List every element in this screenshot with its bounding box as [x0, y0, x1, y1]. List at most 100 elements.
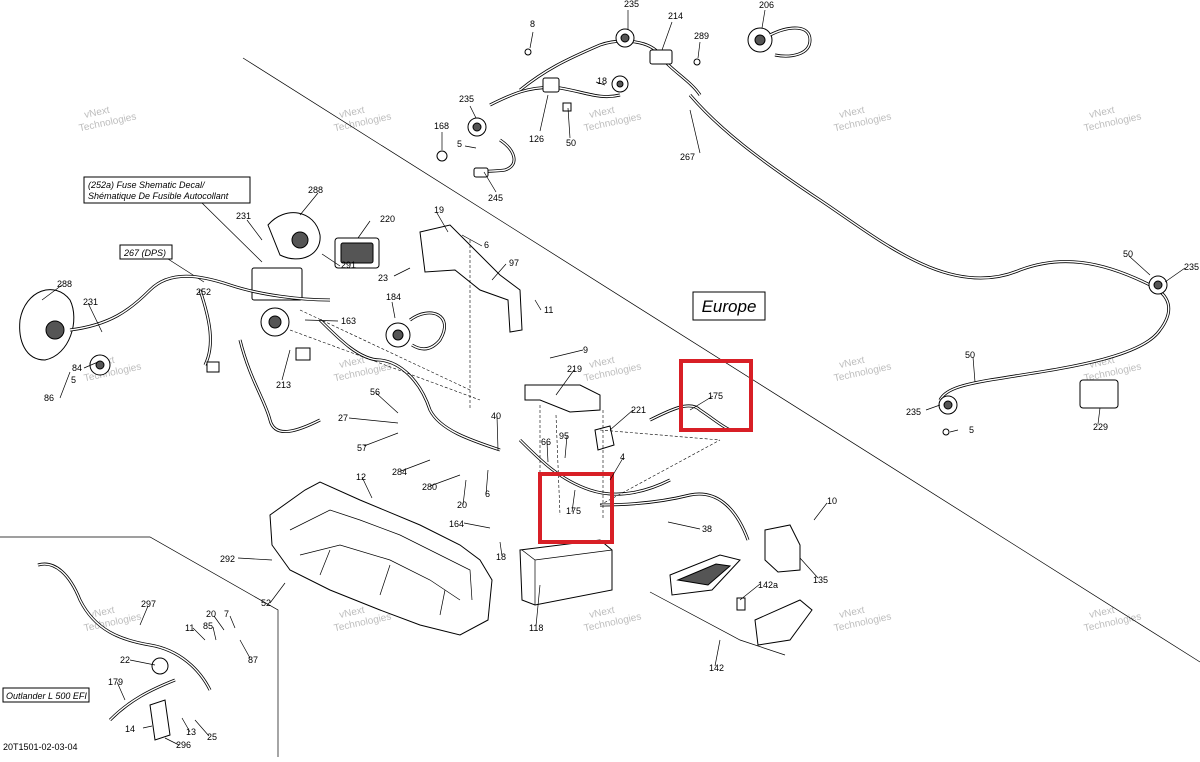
watermark-vnext: vNext — [83, 105, 111, 121]
inset-border — [0, 536, 279, 757]
callout-7: 7 — [224, 609, 229, 619]
callout-280: 280 — [422, 482, 437, 492]
dps-label: 267 (DPS) — [123, 248, 166, 258]
callout-20: 20 — [457, 500, 467, 510]
watermark-vnext: vNext — [338, 355, 366, 371]
callout-288: 288 — [57, 279, 72, 289]
watermark-vnext: vNext — [338, 105, 366, 121]
fuse-decal-label-line1: (252a) Fuse Shematic Decal/ — [88, 180, 206, 190]
skid-plate-292 — [269, 481, 493, 636]
callout-235: 235 — [459, 94, 474, 104]
callout-85: 85 — [203, 621, 213, 631]
watermark-vnext: vNext — [588, 355, 616, 371]
highlight-box-175-lower — [538, 472, 614, 544]
callout-57: 57 — [357, 443, 367, 453]
callout-14: 14 — [125, 724, 135, 734]
callout-40: 40 — [491, 411, 501, 421]
callout-284: 284 — [392, 467, 407, 477]
callout-66: 66 — [541, 437, 551, 447]
callout-220: 220 — [380, 214, 395, 224]
callout-38: 38 — [702, 524, 712, 534]
callout-245: 245 — [488, 193, 503, 203]
callout-18: 18 — [496, 552, 506, 562]
watermark-vnext: vNext — [1088, 105, 1116, 121]
callout-206: 206 — [759, 0, 774, 10]
watermark-vnext: vNext — [838, 355, 866, 371]
watermark-vnext: vNext — [338, 605, 366, 621]
callout-235: 235 — [906, 407, 921, 417]
callout-9: 9 — [583, 345, 588, 355]
callout-235: 235 — [1184, 262, 1199, 272]
battery-118 — [519, 539, 613, 606]
callout-4: 4 — [620, 452, 625, 462]
callout-18: 18 — [597, 76, 607, 86]
callout-84: 84 — [72, 363, 82, 373]
model-label: Outlander L 500 EFI — [6, 691, 87, 701]
europe-label-box — [692, 291, 766, 321]
europe-label: Europe — [702, 297, 757, 316]
callout-291: 291 — [341, 260, 356, 270]
callout-184: 184 — [386, 292, 401, 302]
callout-164: 164 — [449, 519, 464, 529]
watermark-vnext: vNext — [838, 605, 866, 621]
callout-56: 56 — [370, 387, 380, 397]
callout-126: 126 — [529, 134, 544, 144]
callout-163: 163 — [341, 316, 356, 326]
callout-292: 292 — [220, 554, 235, 564]
callout-221: 221 — [631, 405, 646, 415]
callout-231: 231 — [83, 297, 98, 307]
model-label-box — [2, 687, 90, 703]
watermark-vnext: vNext — [588, 605, 616, 621]
dps-label-box — [119, 244, 173, 260]
callout-13: 13 — [186, 727, 196, 737]
callout-labels: 235 214 206 8 289 18 235 126 50 168 5 24… — [44, 0, 1199, 750]
callout-87: 87 — [248, 655, 258, 665]
callout-213: 213 — [276, 380, 291, 390]
callout-252: 252 — [196, 287, 211, 297]
watermark-vnext: vNext — [838, 105, 866, 121]
callout-5: 5 — [71, 375, 76, 385]
callout-20: 20 — [206, 609, 216, 619]
highlight-box-175-upper — [679, 359, 753, 432]
callout-5: 5 — [457, 139, 462, 149]
fuse-decal-label-box — [83, 176, 251, 204]
callout-118: 118 — [529, 623, 543, 633]
callout-135: 135 — [813, 575, 828, 585]
inset-outlander-group: Outlander L 500 EFI — [0, 536, 279, 757]
callout-8: 8 — [530, 19, 535, 29]
callout-22: 22 — [120, 655, 130, 665]
callout-95: 95 — [559, 431, 569, 441]
callout-267: 267 — [680, 152, 695, 162]
callout-6: 6 — [484, 240, 489, 250]
callout-97: 97 — [509, 258, 519, 268]
callout-142a: 142a — [758, 580, 778, 590]
callout-5: 5 — [969, 425, 974, 435]
callout-289: 289 — [694, 31, 709, 41]
callout-11: 11 — [185, 623, 194, 633]
callout-50: 50 — [1123, 249, 1133, 259]
drawing-code: 20T1501-02-03-04 — [3, 742, 78, 752]
callout-179: 179 — [108, 677, 123, 687]
callout-27: 27 — [338, 413, 348, 423]
callout-297: 297 — [141, 599, 156, 609]
headlight-harness-group — [19, 212, 501, 452]
callout-19: 19 — [434, 205, 444, 215]
callout-50: 50 — [566, 138, 576, 148]
callout-175: 175 — [708, 391, 723, 401]
callout-6: 6 — [485, 489, 490, 499]
callout-12: 12 — [356, 472, 366, 482]
callout-168: 168 — [434, 121, 449, 131]
callout-52: 52 — [261, 598, 271, 608]
leader-lines — [41, 9, 1186, 746]
callout-219: 219 — [567, 364, 582, 374]
callout-288: 288 — [308, 185, 323, 195]
callout-235: 235 — [624, 0, 639, 9]
callout-86: 86 — [44, 393, 54, 403]
callout-175: 175 — [566, 506, 581, 516]
callout-50: 50 — [965, 350, 975, 360]
watermark-vnext: vNext — [1088, 605, 1116, 621]
callout-214: 214 — [668, 11, 683, 21]
